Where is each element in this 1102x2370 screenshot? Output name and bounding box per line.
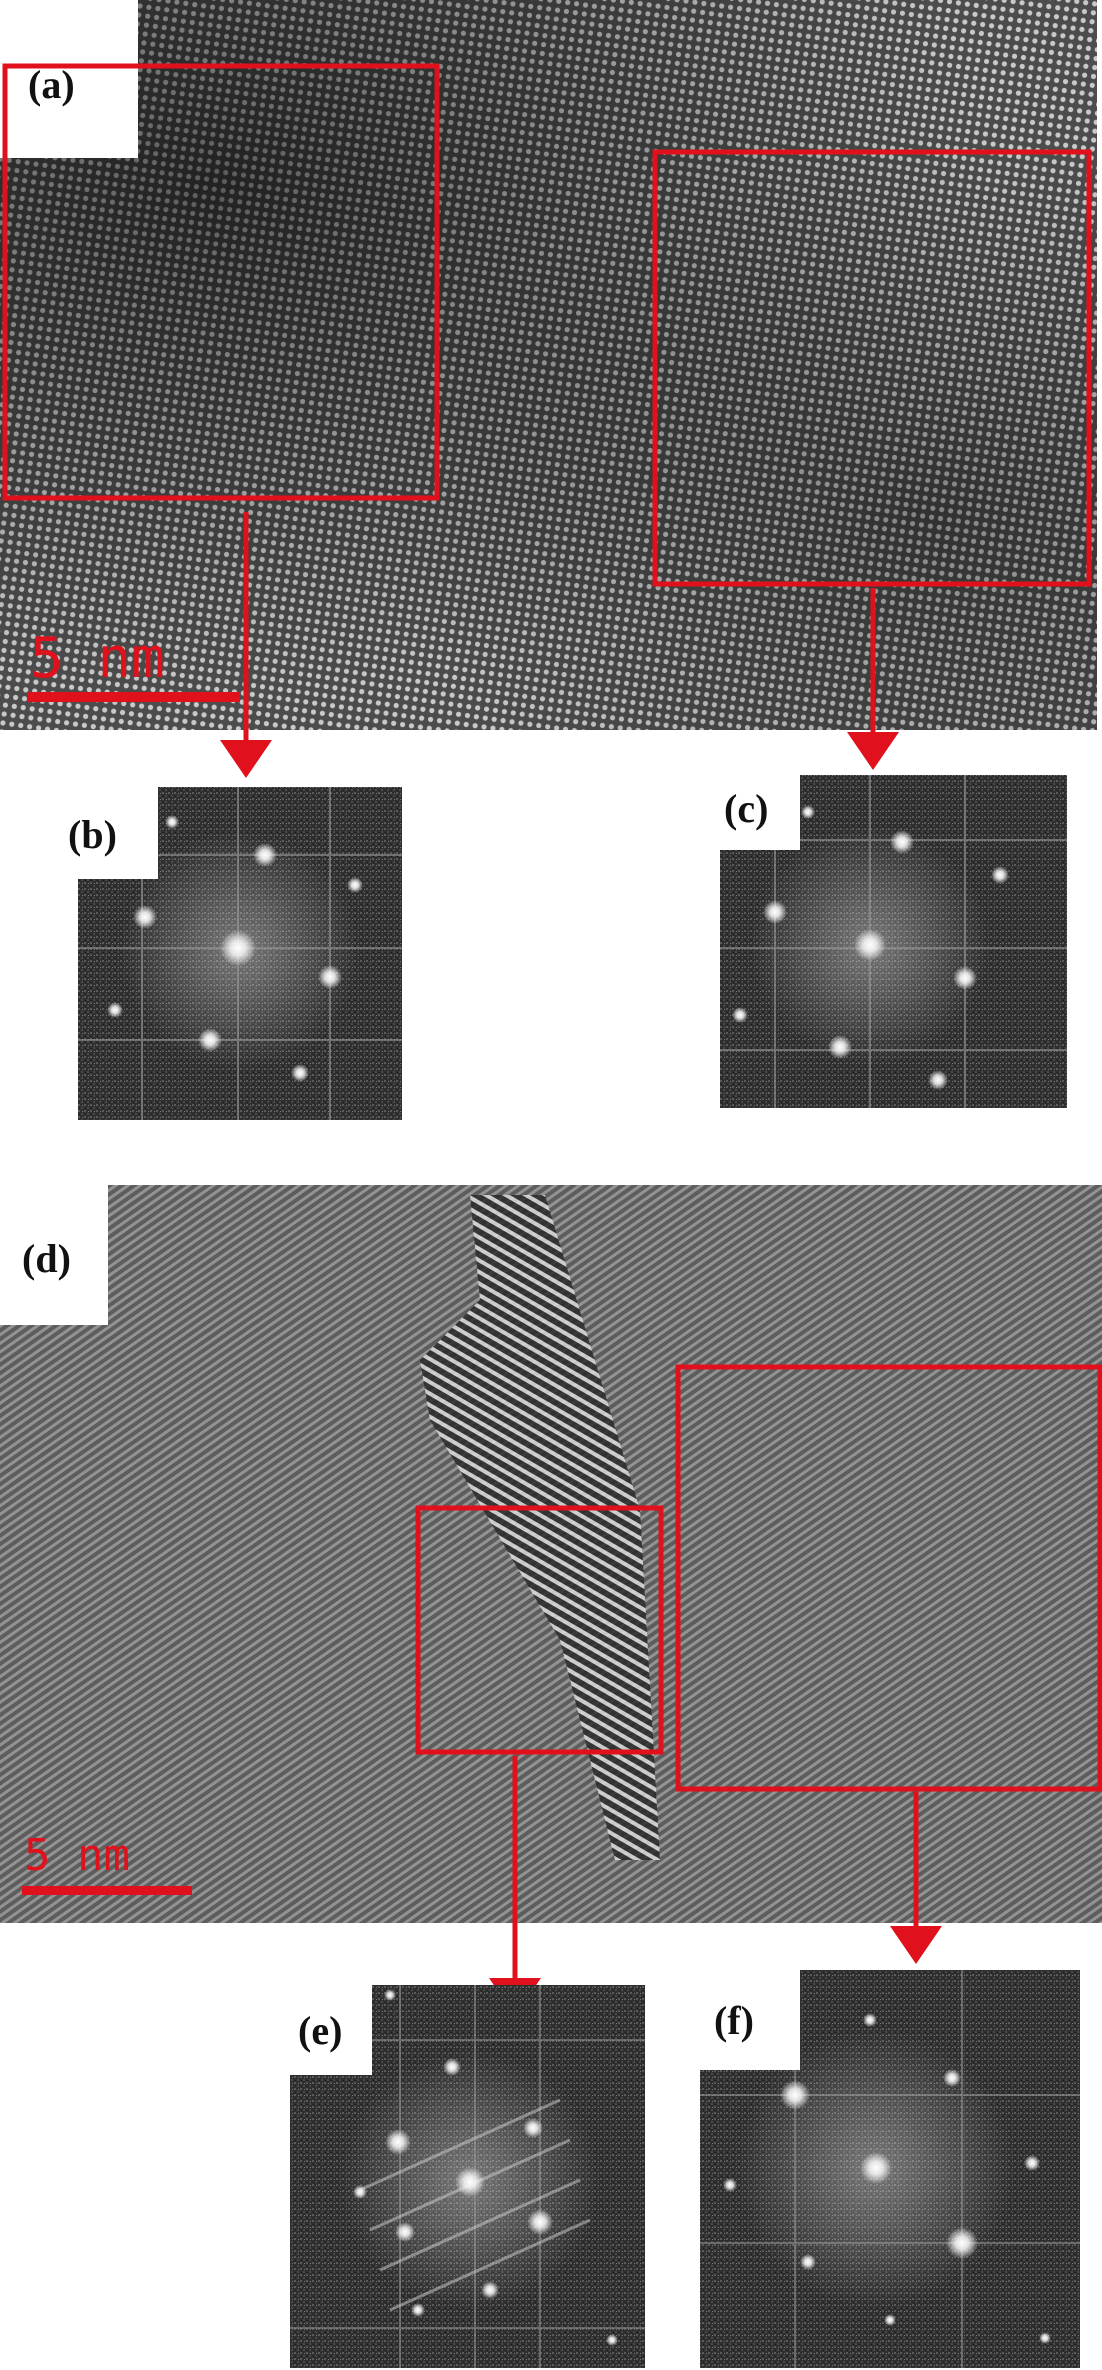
arrow-head-c (847, 732, 899, 770)
roi-box-d-right (675, 1364, 1102, 1792)
label-box-e (290, 1985, 372, 2075)
panel-label-e: (e) (298, 2008, 342, 2053)
scale-bar-d (22, 1886, 192, 1895)
panel-d: (d) 5 nm (0, 1185, 1102, 1923)
label-box-a (0, 0, 138, 158)
fft-spots-f (723, 2013, 1051, 2344)
panel-label-c: (c) (724, 786, 768, 831)
fft-spots-e (353, 1989, 618, 2346)
scale-bar-label-d: 5 nm (24, 1830, 130, 1881)
roi-box-d-left (415, 1505, 664, 1755)
arrow-head-b (220, 740, 272, 778)
panel-c: (c) (720, 775, 1067, 1108)
fft-spots-c (732, 805, 1009, 1090)
label-box-d (0, 1185, 108, 1325)
panel-f: (f) (700, 1970, 1080, 2368)
panel-label-d: (d) (22, 1236, 71, 1281)
roi-box-a-left (2, 63, 440, 501)
label-box-f (700, 1970, 800, 2070)
roi-box-a-right (652, 149, 1092, 587)
scale-bar-label-a: 5 nm (30, 626, 165, 691)
defect-band (420, 1195, 660, 1860)
panel-b: (b) (60, 787, 402, 1120)
label-box-b (60, 787, 158, 879)
arrow-head-f (890, 1926, 942, 1964)
label-box-c (720, 775, 800, 850)
panel-e: (e) (290, 1985, 645, 2368)
scale-bar-a (28, 692, 240, 702)
panel-label-f: (f) (714, 1998, 754, 2043)
panel-a: (a) 5 nm (0, 0, 1097, 730)
arrows-a (220, 512, 899, 778)
panel-label-a: (a) (28, 62, 75, 107)
fft-spots-b (107, 815, 363, 1082)
panel-label-b: (b) (68, 812, 117, 857)
